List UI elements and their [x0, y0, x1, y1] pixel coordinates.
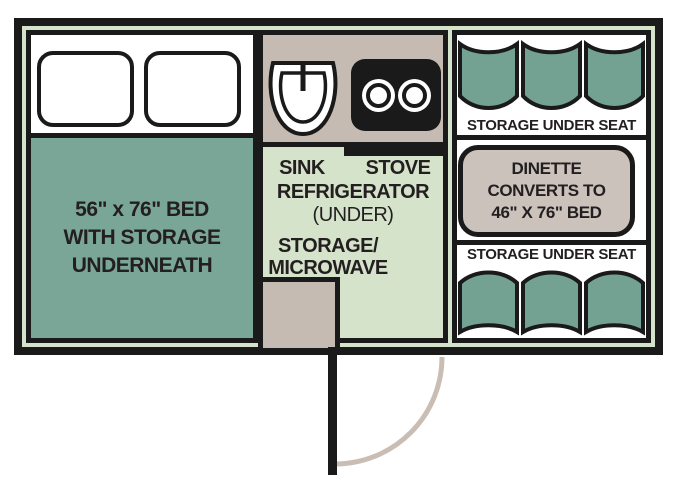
storage-microwave-label: STORAGE/ MICROWAVE	[263, 235, 393, 279]
sink-icon	[268, 61, 338, 137]
storage-microwave-line2: MICROWAVE	[268, 257, 388, 279]
refrigerator-under-note: (UNDER)	[312, 204, 394, 226]
pillow-icon	[144, 51, 241, 127]
camper-floorplan: 56" x 76" BED WITH STORAGE UNDERNEATH SI…	[14, 18, 663, 355]
bottom-bench-seat	[457, 265, 646, 338]
dinette-table: DINETTE CONVERTS TO 46" X 76" BED	[458, 145, 635, 237]
pillow-icon	[37, 51, 134, 127]
storage-under-seat-label-bottom: STORAGE UNDER SEAT	[466, 246, 637, 263]
bed-section: 56" x 76" BED WITH STORAGE UNDERNEATH	[26, 30, 258, 343]
dinette-label-line3: 46" X 76" BED	[491, 203, 602, 222]
bench-divider-wall	[457, 135, 646, 140]
dinette-label-line2: CONVERTS TO	[487, 181, 606, 200]
bed-mattress: 56" x 76" BED WITH STORAGE UNDERNEATH	[31, 138, 253, 338]
storage-microwave-cabinet	[258, 277, 340, 353]
bed-label-line2: WITH STORAGE	[63, 226, 221, 249]
bed-label-line3: UNDERNEATH	[71, 254, 213, 277]
stove-icon	[351, 59, 441, 131]
seat-cushion-icon	[458, 270, 519, 336]
dinette-section: STORAGE UNDER SEAT DINETTE CONVERTS TO 4…	[452, 30, 651, 343]
sink-label: SINK	[279, 157, 325, 179]
stove-label: STOVE	[365, 157, 431, 179]
seat-cushion-icon	[521, 270, 582, 336]
entry-door	[328, 347, 445, 475]
seat-cushion-icon	[584, 40, 645, 110]
refrigerator-label: REFRIGERATOR	[276, 181, 430, 203]
stove-burner-icon	[361, 78, 395, 112]
bed-head-area	[31, 35, 253, 138]
bed-label-line1: 56" x 76" BED	[75, 198, 209, 221]
bench-divider-wall	[457, 240, 646, 245]
top-bench-seat	[457, 36, 646, 116]
seat-cushion-icon	[584, 270, 645, 336]
stove-front-edge	[344, 142, 443, 156]
dinette-label-line1: DINETTE	[511, 159, 582, 178]
door-panel	[328, 347, 337, 475]
seat-cushion-icon	[521, 40, 582, 110]
storage-microwave-line1: STORAGE/	[277, 235, 379, 257]
door-swing-arc	[334, 356, 445, 467]
storage-under-seat-label-top: STORAGE UNDER SEAT	[466, 117, 637, 134]
seat-cushion-icon	[458, 40, 519, 110]
galley-section: SINK STOVE REFRIGERATOR (UNDER) STORAGE/…	[258, 30, 448, 353]
stove-burner-icon	[397, 78, 431, 112]
